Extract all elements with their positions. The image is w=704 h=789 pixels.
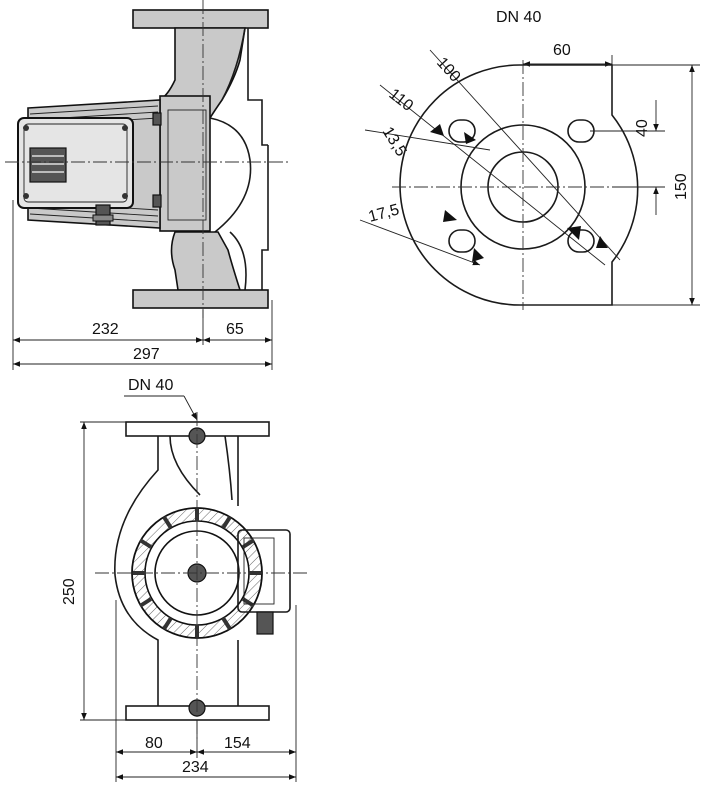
bottom-flange [132,289,269,309]
dim-17-5: 17,5 [367,201,402,226]
dim-40: 40 [634,119,651,137]
dim-250: 250 [61,578,78,605]
dim-232: 232 [92,321,119,338]
pump-housing [159,95,211,232]
screw-icon [23,125,29,131]
dim-234: 234 [182,759,209,776]
display-panel [29,147,67,183]
dim-150: 150 [673,173,690,200]
dim-65: 65 [226,321,244,338]
pump-body-lower [170,231,242,291]
front-view: 232 65 297 [5,0,290,370]
terminal-box [17,117,134,209]
dim-297: 297 [133,346,160,363]
dim-80: 80 [145,735,163,752]
dim-154: 154 [224,735,251,752]
flange-outline [399,64,639,306]
bolt-slots [448,119,595,253]
top-view-label: DN 40 [128,377,173,394]
screw-icon [122,193,128,199]
top-flange [132,9,269,29]
top-view: DN 40 [61,377,310,782]
screw-icon [122,125,128,131]
dim-60: 60 [553,42,571,59]
top-view-cable-gland [256,611,274,635]
flange-view: DN 40 100 110 13,5 17,5 60 [359,9,700,310]
screw-icon [23,193,29,199]
flange-title: DN 40 [496,9,541,26]
dim-13-5: 13,5 [379,124,410,160]
